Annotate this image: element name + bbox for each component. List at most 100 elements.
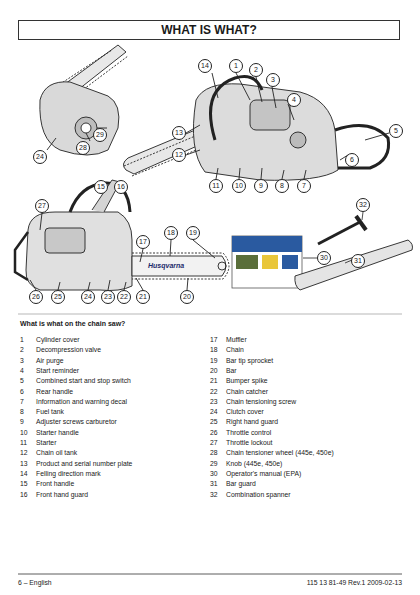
callout-number: 22 — [117, 290, 131, 304]
item-name: Clutch cover — [226, 407, 264, 416]
callout-number: 4 — [287, 93, 301, 107]
item-name: Front hand guard — [36, 490, 88, 499]
rear-handle-top — [335, 126, 389, 169]
callout-number: 7 — [297, 179, 311, 193]
callout-number: 13 — [172, 126, 186, 140]
item-number: 22 — [210, 387, 218, 396]
body-side — [26, 212, 132, 291]
item-name: Operator's manual (EPA) — [226, 469, 301, 478]
item-number: 8 — [20, 407, 24, 416]
item-name: Bar — [226, 366, 237, 375]
item-number: 13 — [20, 459, 28, 468]
item-number: 27 — [210, 438, 218, 447]
item-number: 29 — [210, 459, 218, 468]
item-name: Bar tip sprocket — [226, 356, 273, 365]
bar-tip-sprocket — [218, 262, 226, 270]
item-name: Chain oil tank — [36, 448, 77, 457]
callout-number: 9 — [254, 179, 268, 193]
callout-number: 18 — [164, 226, 178, 240]
footer-rule — [18, 574, 402, 575]
callout-number: 5 — [389, 124, 403, 138]
manual-band — [232, 236, 302, 252]
item-number: 11 — [20, 438, 27, 447]
item-number: 19 — [210, 356, 218, 365]
page-number: 6 – English — [18, 579, 52, 586]
item-name: Chain tensioner wheel (445e, 450e) — [226, 448, 334, 457]
callout-number: 24 — [81, 290, 95, 304]
engine-side — [45, 228, 85, 253]
callout-number: 17 — [136, 235, 150, 249]
manual-photo — [262, 255, 278, 269]
item-number: 21 — [210, 376, 218, 385]
callout-number: 32 — [356, 198, 370, 212]
item-name: Adjuster screws carburetor — [36, 417, 117, 426]
chain-side — [132, 253, 229, 279]
callout-number: 3 — [266, 73, 280, 87]
item-name: Bar guard — [226, 479, 256, 488]
item-number: 17 — [210, 335, 218, 344]
item-number: 28 — [210, 448, 218, 457]
item-number: 18 — [210, 345, 218, 354]
page-title: WHAT IS WHAT? — [18, 20, 400, 40]
callout-number: 10 — [232, 179, 246, 193]
item-number: 3 — [20, 356, 24, 365]
item-number: 14 — [20, 469, 28, 478]
callout-number: 27 — [35, 199, 49, 213]
list-heading: What is what on the chain saw? — [20, 320, 125, 327]
item-name: Starter — [36, 438, 56, 447]
callout-number: 23 — [101, 290, 115, 304]
callout-number: 11 — [209, 179, 223, 193]
callout-number: 8 — [275, 179, 289, 193]
cover-shape — [40, 82, 119, 155]
accessories — [232, 212, 413, 290]
item-number: 30 — [210, 469, 218, 478]
callout-number: 6 — [345, 153, 359, 167]
item-name: Decompression valve — [36, 345, 101, 354]
item-number: 32 — [210, 490, 218, 499]
bar-side — [132, 256, 226, 276]
callout-number: 19 — [186, 226, 200, 240]
item-name: Starter handle — [36, 428, 79, 437]
item-number: 2 — [20, 345, 24, 354]
item-number: 25 — [210, 417, 218, 426]
side-view-saw — [15, 180, 229, 291]
brand-name: Husqvarna — [148, 261, 184, 270]
item-name: Front handle — [36, 479, 74, 488]
item-name: Muffler — [226, 335, 247, 344]
spanner-head — [356, 216, 366, 230]
item-name: Felling direction mark — [36, 469, 101, 478]
item-name: Bumper spike — [226, 376, 268, 385]
item-name: Chain catcher — [226, 387, 268, 396]
clutch-cover-detail — [40, 45, 128, 155]
callout-number: 12 — [172, 148, 186, 162]
callout-number: 30 — [317, 251, 331, 265]
document-code: 115 13 81-49 Rev.1 2009-02-13 — [307, 579, 402, 586]
callout-number: 29 — [93, 128, 107, 142]
leader-lines — [186, 73, 389, 179]
callout-number: 28 — [76, 141, 90, 155]
callout-number: 25 — [51, 290, 65, 304]
top-view-saw — [123, 73, 389, 180]
callout-number: 2 — [249, 63, 263, 77]
starter-top — [290, 132, 306, 148]
body-top — [193, 84, 338, 180]
item-number: 26 — [210, 428, 218, 437]
item-name: Throttle lockout — [226, 438, 272, 447]
item-name: Combined start and stop switch — [36, 376, 131, 385]
item-number: 4 — [20, 366, 24, 375]
item-number: 10 — [20, 428, 28, 437]
item-number: 31 — [210, 479, 218, 488]
callout-number: 20 — [180, 290, 194, 304]
item-name: Chain — [226, 345, 244, 354]
item-name: Product and serial number plate — [36, 459, 132, 468]
knob — [81, 123, 91, 133]
item-name: Right hand guard — [226, 417, 278, 426]
manual-cover — [232, 236, 302, 288]
item-number: 9 — [20, 417, 24, 426]
item-name: Start reminder — [36, 366, 79, 375]
callout-number: 21 — [136, 290, 150, 304]
rear-handle-side — [15, 232, 28, 280]
callout-number: 1 — [229, 59, 243, 73]
callout-number: 14 — [198, 59, 212, 73]
callout-number: 15 — [94, 180, 108, 194]
